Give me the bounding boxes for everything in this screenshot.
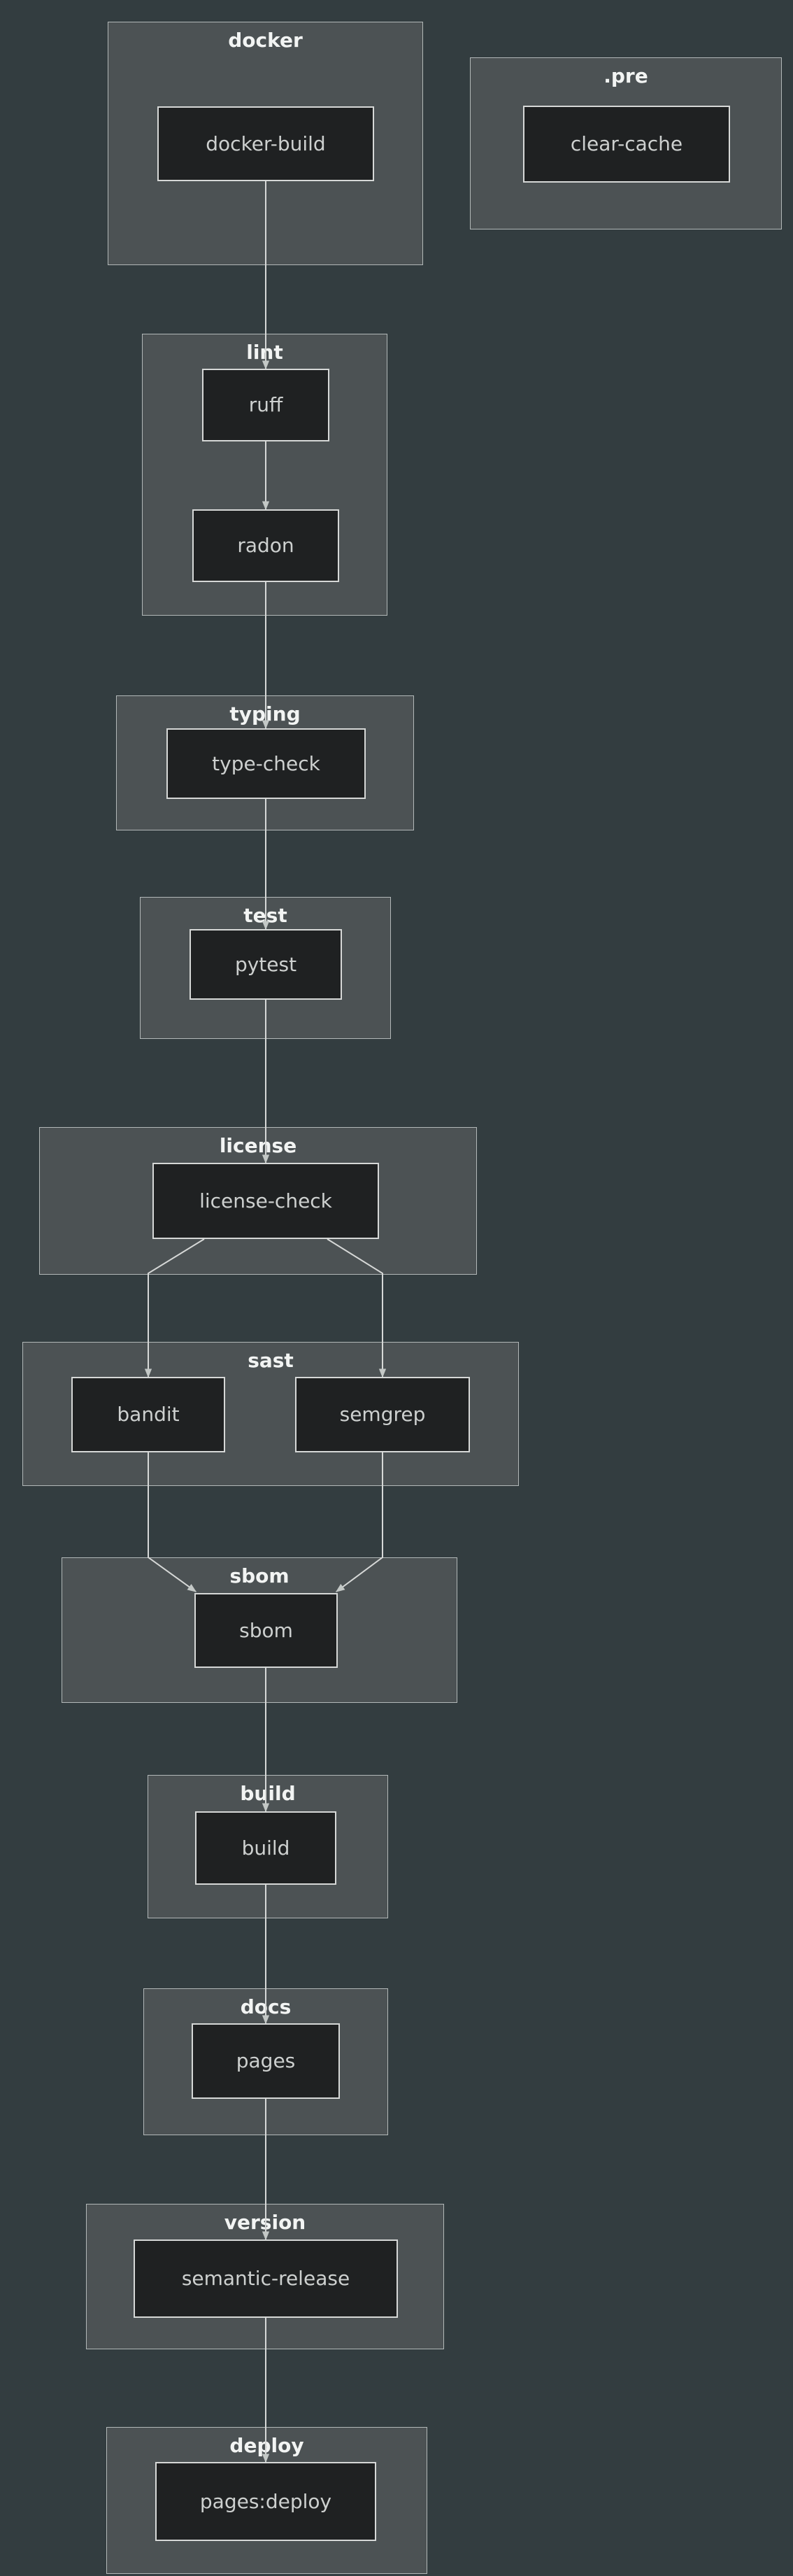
job-pages-deploy[interactable]: pages:deploy — [155, 2462, 376, 2541]
stage-sbom-label: sbom — [229, 1564, 290, 1587]
job-license-check[interactable]: license-check — [152, 1163, 379, 1239]
job-docker-build[interactable]: docker-build — [157, 106, 374, 181]
job-ruff[interactable]: ruff — [202, 369, 329, 441]
stage-sbom: sbom — [62, 1557, 457, 1703]
job-pytest[interactable]: pytest — [190, 929, 342, 1000]
stage-version-label: version — [224, 2211, 306, 2234]
stage-sast-label: sast — [248, 1349, 294, 1372]
stage-docker-label: docker — [228, 29, 303, 52]
job-build[interactable]: build — [195, 1811, 336, 1885]
job-semgrep[interactable]: semgrep — [295, 1377, 470, 1452]
stage-test-label: test — [243, 904, 287, 927]
job-clear-cache[interactable]: clear-cache — [523, 106, 730, 183]
job-type-check[interactable]: type-check — [166, 728, 366, 799]
job-radon[interactable]: radon — [192, 509, 339, 582]
stage-lint-label: lint — [246, 341, 283, 364]
stage-build-label: build — [240, 1782, 296, 1805]
stage-license-label: license — [219, 1134, 297, 1157]
job-semantic-release[interactable]: semantic-release — [134, 2239, 398, 2318]
stage-pre-label: .pre — [603, 64, 648, 87]
stage-docs-label: docs — [240, 1995, 292, 2018]
job-sbom[interactable]: sbom — [194, 1593, 338, 1668]
stage-typing-label: typing — [229, 702, 301, 726]
stage-deploy-label: deploy — [229, 2434, 304, 2457]
job-bandit[interactable]: bandit — [71, 1377, 225, 1452]
job-pages[interactable]: pages — [192, 2023, 340, 2099]
